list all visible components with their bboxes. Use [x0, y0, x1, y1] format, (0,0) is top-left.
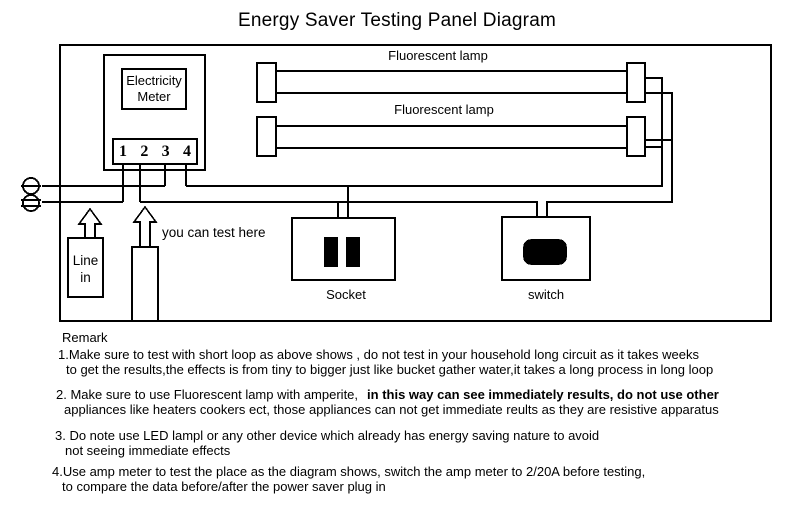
line-in-label-line1: Line [72, 253, 99, 268]
remark-2-normal-text: 2. Make sure to use Fluorescent lamp wit… [56, 387, 359, 402]
up-arrow-icon [132, 205, 158, 248]
fluorescent-lamp-2-label: Fluorescent lamp [394, 102, 494, 117]
terminal-3: 3 [161, 143, 170, 160]
line-in-label-line2: in [80, 270, 91, 285]
terminal-2: 2 [140, 143, 149, 160]
line-in-label: Line in [68, 252, 103, 286]
socket-box [291, 217, 396, 281]
line-in-indicator [67, 207, 104, 298]
terminal-1: 1 [119, 143, 127, 160]
electricity-meter-label: Electricity Meter [122, 69, 186, 109]
socket-label: Socket [326, 287, 366, 302]
socket-slot-right [346, 237, 360, 267]
remark-4-line-1: 4.Use amp meter to test the place as the… [52, 464, 646, 479]
remark-3-line-1: 3. Do note use LED lampl or any other de… [55, 428, 600, 443]
remark-3-line-2: not seeing immediate effects [65, 443, 231, 458]
terminal-4: 4 [182, 143, 191, 160]
remark-1-line-2: to get the results,the effects is from t… [66, 362, 714, 377]
fluorescent-lamp-1 [256, 62, 646, 103]
switch-button [523, 239, 567, 265]
remark-1-line-1: 1.Make sure to test with short loop as a… [58, 347, 699, 362]
meter-terminal-numbers: 1 2 3 4 [113, 141, 197, 163]
test-here-label: you can test here [162, 225, 266, 240]
remarks-heading: Remark [62, 330, 108, 345]
switch-box [501, 216, 591, 281]
remark-4-line-2: to compare the data before/after the pow… [62, 479, 386, 494]
meter-label-line1: Electricity [126, 73, 182, 88]
remark-2-bold-text: in this way can see immediately results,… [367, 387, 719, 402]
meter-label-line2: Meter [137, 89, 171, 104]
electricity-meter-box [103, 54, 206, 171]
panel-border [59, 44, 772, 322]
page-title: Energy Saver Testing Panel Diagram [238, 10, 556, 31]
up-arrow-icon [77, 207, 103, 239]
live-conductor-wires [42, 92, 673, 218]
remark-2-line-1: 2. Make sure to use Fluorescent lamp wit… [56, 388, 719, 402]
switch-label: switch [527, 287, 565, 302]
test-here-indicator [131, 205, 159, 322]
meter-terminal-wires [122, 164, 187, 202]
socket-slot-left [324, 237, 338, 267]
fluorescent-lamp-1-label: Fluorescent lamp [388, 48, 488, 63]
fluorescent-lamp-2 [256, 116, 672, 157]
remark-2-line-2: appliances like heaters cookers ect, tho… [64, 402, 719, 417]
ac-source-terminal-icons [21, 177, 41, 212]
